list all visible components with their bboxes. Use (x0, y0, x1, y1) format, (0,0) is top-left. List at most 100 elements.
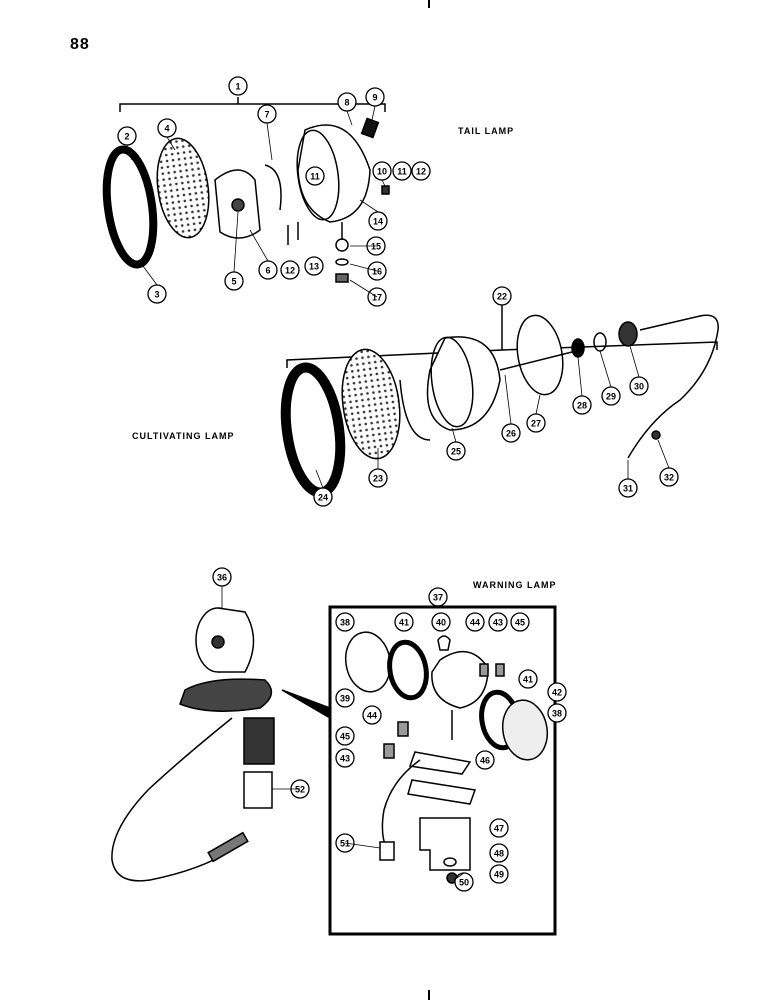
svg-text:15: 15 (371, 242, 381, 252)
svg-text:49: 49 (494, 870, 504, 880)
svg-text:8: 8 (344, 98, 349, 108)
callout-48: 48 (489, 843, 509, 863)
callout-26: 26 (501, 423, 521, 443)
callout-11a: 11 (305, 166, 325, 186)
callout-45b: 45 (335, 726, 355, 746)
svg-text:43: 43 (340, 754, 350, 764)
callout-22: 22 (492, 286, 512, 306)
svg-text:2: 2 (124, 132, 129, 142)
callout-32: 32 (659, 467, 679, 487)
callout-38a: 38 (335, 612, 355, 632)
callout-27: 27 (526, 413, 546, 433)
callout-49: 49 (489, 864, 509, 884)
svg-text:5: 5 (231, 277, 236, 287)
svg-text:16: 16 (372, 267, 382, 277)
svg-text:23: 23 (373, 474, 383, 484)
callout-50: 50 (454, 872, 474, 892)
svg-text:32: 32 (664, 473, 674, 483)
svg-text:25: 25 (451, 447, 461, 457)
svg-text:46: 46 (480, 756, 490, 766)
cultivating-lamp-assembly (280, 300, 719, 498)
svg-text:11: 11 (310, 172, 320, 182)
svg-text:10: 10 (377, 167, 387, 177)
svg-text:11: 11 (397, 167, 407, 177)
callout-8: 8 (337, 92, 357, 112)
svg-text:14: 14 (373, 217, 383, 227)
bottom-margin-mark (428, 990, 430, 1000)
callout-39: 39 (335, 688, 355, 708)
svg-text:17: 17 (372, 293, 382, 303)
callout-24: 24 (313, 487, 333, 507)
callout-11b: 11 (392, 161, 412, 181)
tail-lamp-label: TAIL LAMP (458, 126, 515, 136)
svg-text:30: 30 (634, 382, 644, 392)
svg-text:4: 4 (164, 124, 169, 134)
svg-text:12: 12 (416, 167, 426, 177)
callout-30: 30 (629, 376, 649, 396)
callout-43b: 43 (335, 748, 355, 768)
svg-text:22: 22 (497, 292, 507, 302)
warning-lamp-assembly (111, 600, 557, 936)
callout-42: 42 (547, 682, 567, 702)
callout-44a: 44 (465, 612, 485, 632)
svg-text:6: 6 (265, 266, 270, 276)
tail-lamp-assembly (102, 97, 390, 283)
svg-text:1: 1 (235, 82, 240, 92)
svg-text:9: 9 (372, 93, 377, 103)
callout-9: 9 (365, 87, 385, 107)
svg-text:41: 41 (523, 675, 533, 685)
page-number: 88 (70, 36, 90, 53)
callout-25: 25 (446, 441, 466, 461)
svg-text:7: 7 (264, 110, 269, 120)
svg-text:50: 50 (459, 878, 469, 888)
callout-37: 37 (428, 587, 448, 607)
svg-text:48: 48 (494, 849, 504, 859)
callout-44b: 44 (362, 705, 382, 725)
svg-text:41: 41 (399, 618, 409, 628)
callout-2: 2 (117, 126, 137, 146)
top-margin-mark (428, 0, 430, 8)
svg-text:38: 38 (552, 709, 562, 719)
callout-29: 29 (601, 386, 621, 406)
callout-31: 31 (618, 478, 638, 498)
svg-text:12: 12 (285, 266, 295, 276)
callout-12b: 12 (280, 260, 300, 280)
callout-36: 36 (212, 567, 232, 587)
svg-text:42: 42 (552, 688, 562, 698)
callout-40: 40 (431, 612, 451, 632)
callout-41b: 41 (518, 669, 538, 689)
warning-lamp-label: WARNING LAMP (473, 580, 557, 590)
callout-38b: 38 (547, 703, 567, 723)
svg-text:27: 27 (531, 419, 541, 429)
svg-text:29: 29 (606, 392, 616, 402)
callout-3: 3 (147, 284, 167, 304)
svg-text:3: 3 (154, 290, 159, 300)
svg-text:47: 47 (494, 824, 504, 834)
svg-text:44: 44 (470, 618, 480, 628)
svg-text:38: 38 (340, 618, 350, 628)
svg-text:45: 45 (340, 732, 350, 742)
svg-text:28: 28 (577, 401, 587, 411)
callout-5: 5 (224, 271, 244, 291)
callout-43a: 43 (488, 612, 508, 632)
cultivating-lamp-label: CULTIVATING LAMP (132, 431, 235, 441)
svg-text:40: 40 (436, 618, 446, 628)
leader-lines (126, 105, 670, 881)
callout-41a: 41 (394, 612, 414, 632)
callout-1: 1 (228, 76, 248, 96)
callout-6: 6 (258, 260, 278, 280)
svg-text:44: 44 (367, 711, 377, 721)
callout-23: 23 (368, 468, 388, 488)
svg-text:39: 39 (340, 694, 350, 704)
svg-text:45: 45 (515, 618, 525, 628)
svg-text:37: 37 (433, 593, 443, 603)
callout-47: 47 (489, 818, 509, 838)
svg-text:36: 36 (217, 573, 227, 583)
svg-text:13: 13 (309, 262, 319, 272)
callout-12a: 12 (411, 161, 431, 181)
svg-text:43: 43 (493, 618, 503, 628)
svg-text:24: 24 (318, 493, 328, 503)
callout-46: 46 (475, 750, 495, 770)
